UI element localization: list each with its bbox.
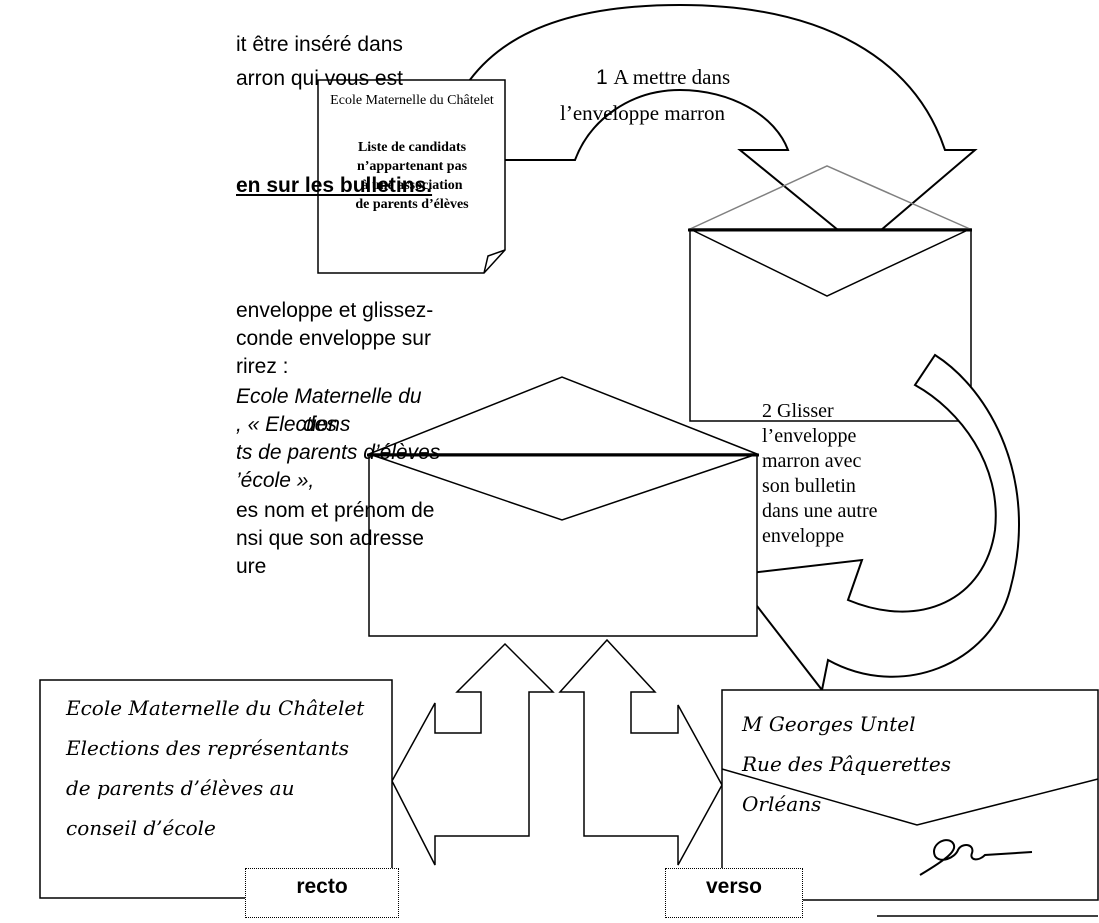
ballot-school: Ecole Maternelle du Châtelet [330,93,494,108]
recto-line: conseil d’école [66,816,216,840]
instruction-line-1: it être inséré dans [236,33,403,56]
recto-line: de parents d’élèves au [66,776,295,800]
step1-line1: A mettre dans [613,65,731,89]
step2-line: dans une autre [762,500,878,522]
step2-line: enveloppe [762,525,845,547]
instruction-heading: en sur les bulletins. [236,174,433,197]
outer-envelope-top-flap [368,376,758,455]
verso-line: Rue des Pâquerettes [742,752,951,776]
brown-envelope-open-flap [689,165,971,230]
step2-line: marron avec [762,450,862,472]
verso-card-flap [721,768,1099,826]
instruction-para-8: es nom et prénom de [236,499,435,522]
recto-card-text: Ecole Maternelle du Châtelet Elections d… [66,688,364,848]
ballot-title: Liste de candidats n’appartenant pas à u… [322,138,502,214]
instruction-para-6: ts de parents d’élèves [236,441,441,464]
ballot-title-line: Liste de candidats [357,140,467,155]
recto-card [39,679,393,899]
instruction-para-2: conde enveloppe sur [236,327,431,350]
brown-envelope-inner-flap [689,228,971,297]
ballot-title-line: de parents d’élèves [355,197,469,212]
instruction-para-10: ure [236,555,267,578]
instruction-para-7: ’école », [236,469,315,492]
curved-arrow-step2 [731,353,1020,693]
ballot-paper-fold [483,249,506,274]
recto-line: Elections des représentants [66,736,349,760]
verso-line: Orléans [742,792,822,816]
step2-label: 2 Glisser l’enveloppe marron avec son bu… [762,399,878,549]
instruction-para-1: enveloppe et glissez- [236,299,434,322]
instruction-para-5b: des [303,413,337,436]
ballot-title-line: à une association [361,178,463,193]
instruction-line-2: arron qui vous est [236,67,403,90]
outer-envelope-body [368,453,758,637]
recto-label: recto [245,868,399,918]
curved-arrow-step1 [436,3,978,250]
recto-line: Ecole Maternelle du Châtelet [66,696,365,720]
outer-envelope-inner-flap [368,453,758,521]
instruction-para-4: Ecole Maternelle du [236,385,422,408]
verso-card-text: M Georges Untel Rue des Pâquerettes Orlé… [742,704,951,824]
double-arrow-recto [391,642,555,866]
instruction-para-3: rirez : [236,355,289,378]
step2-line: l’enveloppe [762,425,857,447]
step1-number: 1 [596,66,608,89]
step1-line2: l’enveloppe marron [560,101,726,125]
ballot-title-line: n’appartenant pas [356,159,468,174]
signature-mark [919,839,1033,876]
double-arrow-verso [558,638,723,866]
step1-label: 1 A mettre dans [596,64,730,91]
instruction-para-5a: , « Elections [236,413,351,436]
verso-line: M Georges Untel [742,712,916,736]
instruction-para-9: nsi que son adresse [236,527,424,550]
verso-label: verso [665,868,803,918]
step2-line: son bulletin [762,475,856,497]
step2-line: 2 Glisser [762,400,834,422]
ballot-paper [317,79,506,274]
